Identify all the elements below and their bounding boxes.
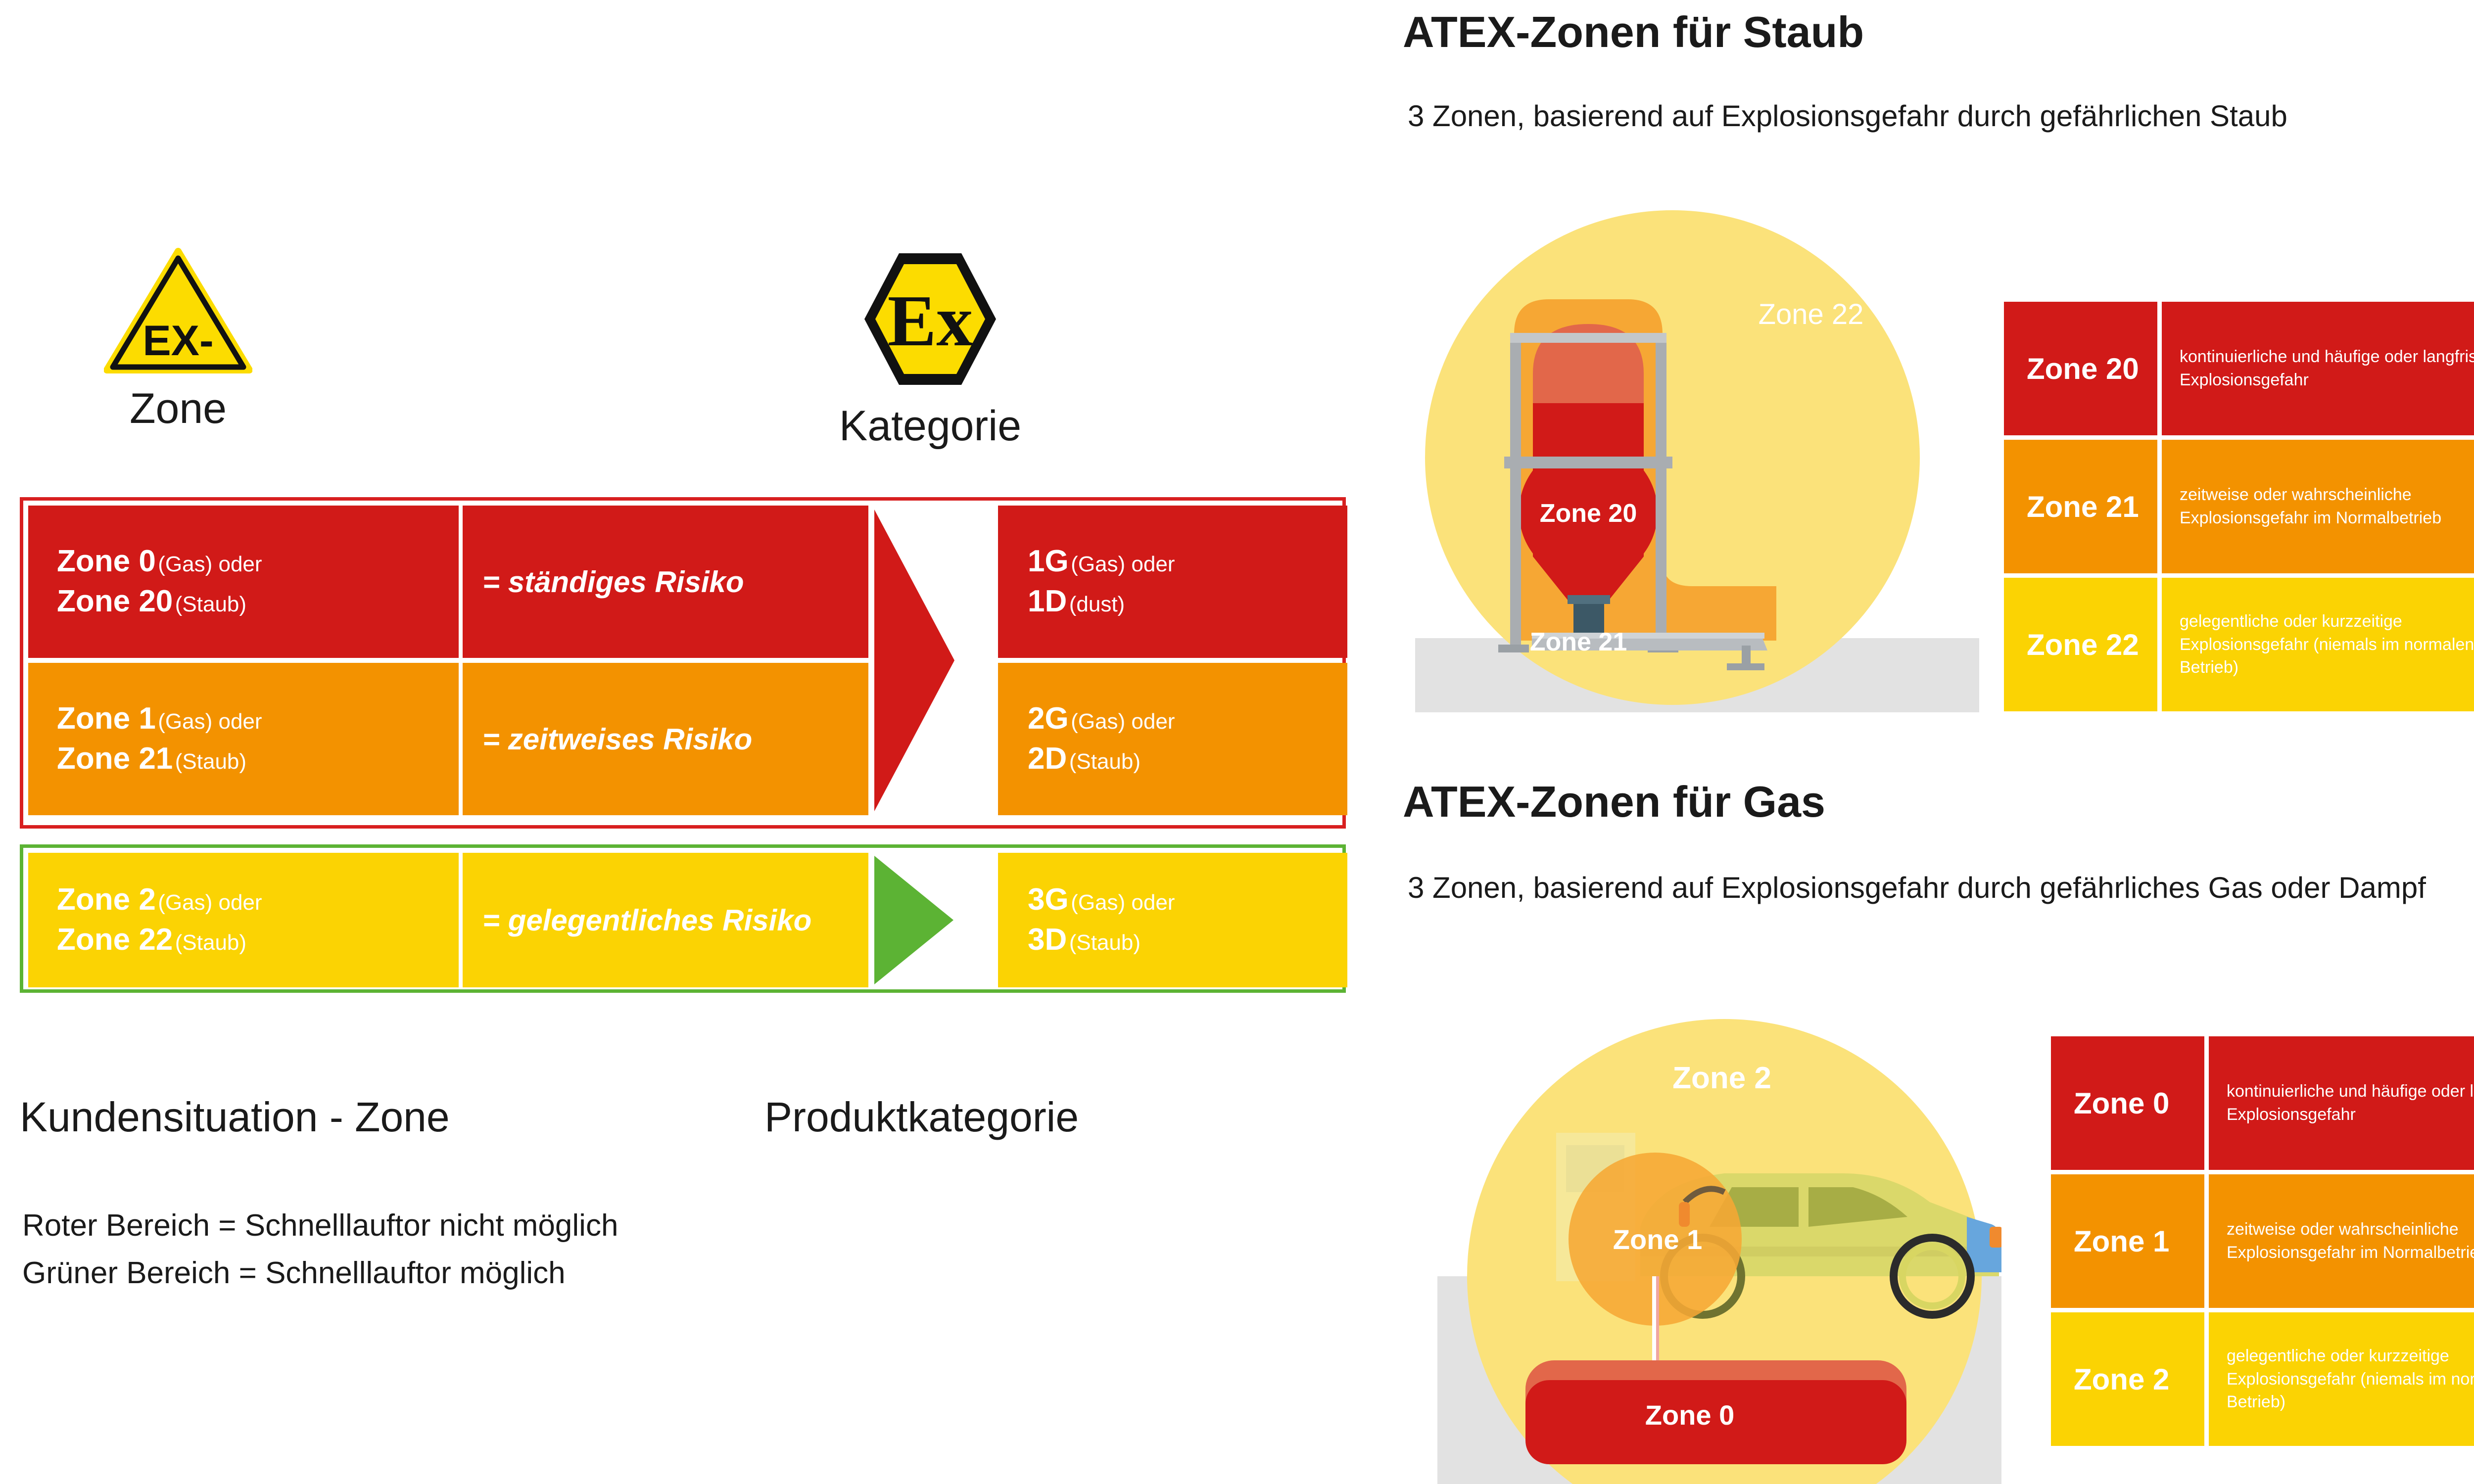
table-row-risk-cell: = zeitweises Risiko (463, 663, 868, 815)
zone-badge: Zone 21 (2004, 440, 2157, 573)
risk-label: = zeitweises Risiko (482, 722, 753, 756)
ex-warning-triangle-icon: EX- (104, 248, 252, 373)
zone-description: gelegentliche oder kurzzeitige Explosion… (2162, 578, 2474, 711)
table-row-zone-cell: Zone 1 (Gas) oder Zone 21 (Staub) (28, 663, 459, 815)
atex-hexagon-mark: Ex (888, 280, 973, 362)
category-primary: 2G (1028, 701, 1069, 736)
illustration-label-zone-22: Zone 22 (1759, 298, 1864, 330)
table-captions: Kundensituation - Zone Produktkategorie (0, 1093, 1366, 1153)
zone-secondary-sub: (Staub) (175, 749, 247, 774)
legend-notes: Roter Bereich = Schnelllauftor nicht mög… (22, 1202, 618, 1297)
kategorie-symbol-block: Ex Kategorie (777, 247, 1084, 451)
risk-category-table: Zone 0 (Gas) oder Zone 20 (Staub) = stän… (20, 497, 1347, 993)
list-item: Zone 21 zeitweise oder wahrscheinliche E… (2004, 440, 2474, 573)
kategorie-symbol-label: Kategorie (839, 402, 1022, 450)
silo-illustration: Zone 22 Zone 20 Zone 21 (1415, 210, 1979, 712)
zone-symbol-label: Zone (129, 385, 227, 432)
category-secondary-sub: (Staub) (1069, 749, 1141, 774)
category-primary-sub: (Gas) oder (1071, 552, 1175, 577)
legend-note-red: Roter Bereich = Schnelllauftor nicht mög… (22, 1208, 618, 1243)
zone-description: gelegentliche oder kurzzeitige Explosion… (2209, 1312, 2474, 1446)
illustration-label-zone-2: Zone 2 (1672, 1061, 1771, 1095)
category-secondary-sub: (dust) (1069, 592, 1125, 616)
zone-primary: Zone 1 (57, 701, 156, 736)
zone-description: zeitweise oder wahrscheinliche Explosion… (2209, 1174, 2474, 1308)
zone-secondary: Zone 22 (57, 923, 173, 957)
category-secondary: 1D (1028, 584, 1067, 618)
list-item: Zone 22 gelegentliche oder kurzzeitige E… (2004, 578, 2474, 711)
dust-zone-legend: Zone 20 kontinuierliche und häufige oder… (2004, 302, 2474, 716)
gas-section-title: ATEX-Zonen für Gas (1403, 777, 1825, 826)
zone-badge: Zone 2 (2051, 1312, 2204, 1446)
zone-primary: Zone 0 (57, 544, 156, 579)
zone-secondary: Zone 21 (57, 742, 173, 776)
category-primary-sub: (Gas) oder (1071, 890, 1175, 915)
dust-section-subtitle: 3 Zonen, basierend auf Explosionsgefahr … (1408, 99, 2287, 133)
table-row-risk-cell: = ständiges Risiko (463, 506, 868, 658)
category-secondary-sub: (Staub) (1069, 930, 1141, 955)
illustration-label-zone-20: Zone 20 (1540, 499, 1637, 528)
list-item: Zone 0 kontinuierliche und häufige oder … (2051, 1036, 2474, 1170)
table-row-risk-cell: = gelegentliches Risiko (463, 853, 868, 987)
zone-secondary: Zone 20 (57, 584, 173, 618)
zone-badge: Zone 20 (2004, 302, 2157, 435)
table-row-category-cell: 3G (Gas) oder 3D (Staub) (998, 853, 1347, 987)
zone-description: kontinuierliche und häufige oder langfri… (2209, 1036, 2474, 1170)
zone-symbol-block: EX- Zone (54, 247, 302, 433)
gas-zone-legend: Zone 0 kontinuierliche und häufige oder … (2051, 1036, 2474, 1450)
zone-secondary-sub: (Staub) (175, 592, 247, 616)
zone-primary-sub: (Gas) oder (158, 709, 262, 734)
table-row-category-cell: 1G (Gas) oder 1D (dust) (998, 506, 1347, 658)
dust-section-title: ATEX-Zonen für Staub (1403, 7, 1864, 56)
right-panel: ATEX-Zonen für Staub 3 Zonen, basierend … (1403, 0, 2474, 1484)
zone-primary-sub: (Gas) oder (158, 552, 262, 577)
list-item: Zone 2 gelegentliche oder kurzzeitige Ex… (2051, 1312, 2474, 1446)
table-row-category-cell: 2G (Gas) oder 2D (Staub) (998, 663, 1347, 815)
left-panel: EX- Zone Ex Kategorie Zone 0 (Gas) oder … (0, 247, 1366, 1297)
zone-secondary-sub: (Staub) (175, 930, 247, 955)
car-refuelling-illustration: Zone 2 Zone 1 Zone 0 (1437, 1019, 2001, 1484)
category-secondary: 2D (1028, 742, 1067, 776)
zone-badge: Zone 1 (2051, 1174, 2204, 1308)
zone-description: zeitweise oder wahrscheinliche Explosion… (2162, 440, 2474, 573)
legend-note-green: Grüner Bereich = Schnelllauftor möglich (22, 1256, 566, 1291)
zone-primary-sub: (Gas) oder (158, 890, 262, 915)
ex-triangle-mark: EX- (143, 317, 213, 365)
risk-arrow-red-icon (871, 506, 995, 815)
risk-label: = ständiges Risiko (482, 565, 744, 599)
zone-badge: Zone 22 (2004, 578, 2157, 711)
list-item: Zone 20 kontinuierliche und häufige oder… (2004, 302, 2474, 435)
zone-badge: Zone 0 (2051, 1036, 2204, 1170)
risk-group-high: Zone 0 (Gas) oder Zone 20 (Staub) = stän… (20, 497, 1347, 829)
category-secondary: 3D (1028, 923, 1067, 957)
symbol-header-row: EX- Zone Ex Kategorie (0, 247, 1366, 485)
illustration-label-zone-21: Zone 21 (1530, 628, 1627, 656)
caption-produktkategorie: Produktkategorie (764, 1094, 1079, 1140)
risk-arrow-green-icon (871, 853, 995, 987)
zone-description: kontinuierliche und häufige oder langfri… (2162, 302, 2474, 435)
category-primary: 1G (1028, 544, 1069, 579)
zone-primary: Zone 2 (57, 882, 156, 917)
illustration-label-zone-1: Zone 1 (1613, 1224, 1702, 1255)
caption-kundensituation: Kundensituation - Zone (20, 1094, 450, 1140)
gas-section-subtitle: 3 Zonen, basierend auf Explosionsgefahr … (1408, 871, 2426, 904)
risk-label: = gelegentliches Risiko (482, 903, 812, 937)
illustration-label-zone-0: Zone 0 (1645, 1399, 1734, 1431)
category-primary-sub: (Gas) oder (1071, 709, 1175, 734)
table-row-zone-cell: Zone 0 (Gas) oder Zone 20 (Staub) (28, 506, 459, 658)
table-row-zone-cell: Zone 2 (Gas) oder Zone 22 (Staub) (28, 853, 459, 987)
list-item: Zone 1 zeitweise oder wahrscheinliche Ex… (2051, 1174, 2474, 1308)
risk-group-low: Zone 2 (Gas) oder Zone 22 (Staub) = gele… (20, 844, 1347, 993)
atex-hexagon-icon: Ex (864, 253, 996, 385)
category-primary: 3G (1028, 882, 1069, 917)
